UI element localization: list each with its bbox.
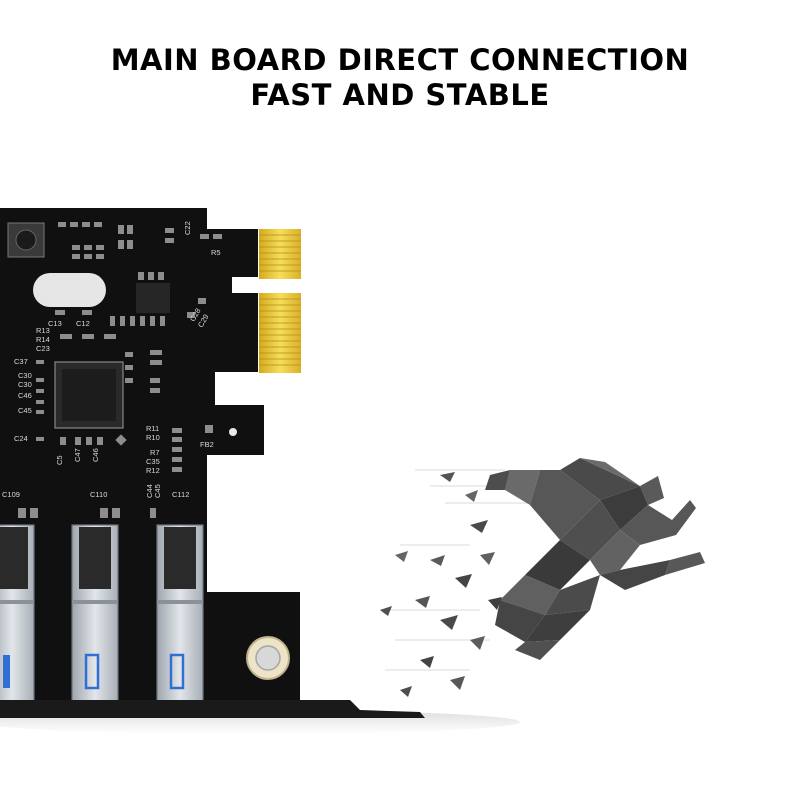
label-c46a: C46 <box>18 391 32 400</box>
usb-port-2 <box>71 524 119 704</box>
label-c35: C35 <box>146 457 160 466</box>
label-fb2: FB2 <box>200 440 214 449</box>
usb-port-3 <box>156 524 204 704</box>
headline-line-2: FAST AND STABLE <box>250 78 550 112</box>
gold-edge-connector-bottom <box>259 293 301 373</box>
voltage-regulator-chip <box>136 283 170 313</box>
crystal-oscillator <box>33 273 106 307</box>
label-c24: C24 <box>14 434 28 443</box>
label-r12: R12 <box>146 466 160 475</box>
label-c45b: C45 <box>153 484 162 498</box>
label-r11: R11 <box>146 424 159 433</box>
label-c110: C110 <box>90 490 107 499</box>
label-r14: R14 <box>36 335 50 344</box>
mounting-hole <box>229 428 237 436</box>
bracket-edge <box>0 700 425 718</box>
label-c23: C23 <box>36 344 50 353</box>
label-c30a: C30 <box>18 371 32 380</box>
gold-edge-connector-top <box>259 229 301 279</box>
pcie-usb-card: C22 R5 C13 C12 R13 R14 C23 C37 C30 C30 C… <box>0 208 425 718</box>
label-c12: C12 <box>76 319 90 328</box>
label-r7: R7 <box>150 448 160 457</box>
usb-port-1 <box>0 524 35 704</box>
label-c30b: C30 <box>18 380 32 389</box>
label-c47: C47 <box>73 448 82 462</box>
label-r10: R10 <box>146 433 160 442</box>
label-c46b: C46 <box>91 448 100 462</box>
headline-line-1: MAIN BOARD DIRECT CONNECTION <box>110 43 690 77</box>
label-r13: R13 <box>36 326 50 335</box>
label-c22: C22 <box>183 221 192 235</box>
label-c45a: C45 <box>18 406 32 415</box>
running-man-icon <box>380 458 705 697</box>
label-c109: C109 <box>2 490 20 499</box>
label-c44: C44 <box>145 484 154 498</box>
label-c5: C5 <box>55 455 64 465</box>
silkscreen-labels: C22 R5 C13 C12 R13 R14 C23 C37 C30 C30 C… <box>2 221 221 499</box>
label-c13: C13 <box>48 319 62 328</box>
label-c112: C112 <box>172 490 189 499</box>
label-r5: R5 <box>211 248 221 257</box>
label-c37: C37 <box>14 357 28 366</box>
